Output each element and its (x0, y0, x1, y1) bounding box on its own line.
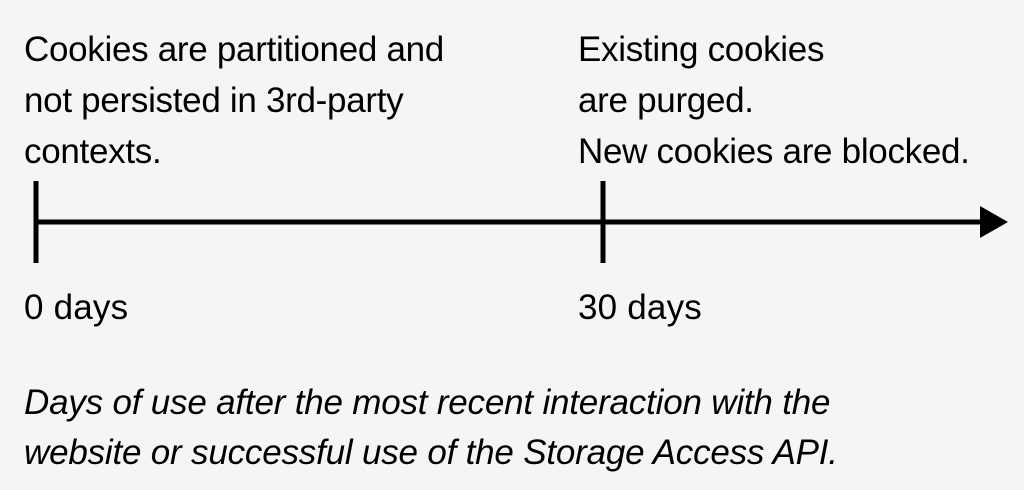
right-desc-line-3: New cookies are blocked. (578, 132, 970, 171)
tick-label-30-days: 30 days (578, 288, 702, 327)
caption-line-2: website or successful use of the Storage… (24, 433, 838, 472)
timeline (33, 181, 1008, 263)
tick-label-0-days: 0 days (24, 288, 129, 327)
left-desc-line-2: not persisted in 3rd-party (24, 81, 404, 120)
partitioned-cookies-description: Cookies are partitioned and not persiste… (24, 24, 544, 177)
caption-line-1: Days of use after the most recent intera… (24, 383, 831, 422)
left-desc-line-3: contexts. (24, 132, 162, 171)
right-desc-line-1: Existing cookies (578, 30, 825, 69)
right-desc-line-2: are purged. (578, 81, 754, 120)
left-desc-line-1: Cookies are partitioned and (24, 30, 444, 69)
timeline-arrow-head (980, 206, 1008, 238)
purged-cookies-description: Existing cookies are purged. New cookies… (578, 24, 1018, 177)
timeline-caption: Days of use after the most recent intera… (24, 378, 1014, 478)
